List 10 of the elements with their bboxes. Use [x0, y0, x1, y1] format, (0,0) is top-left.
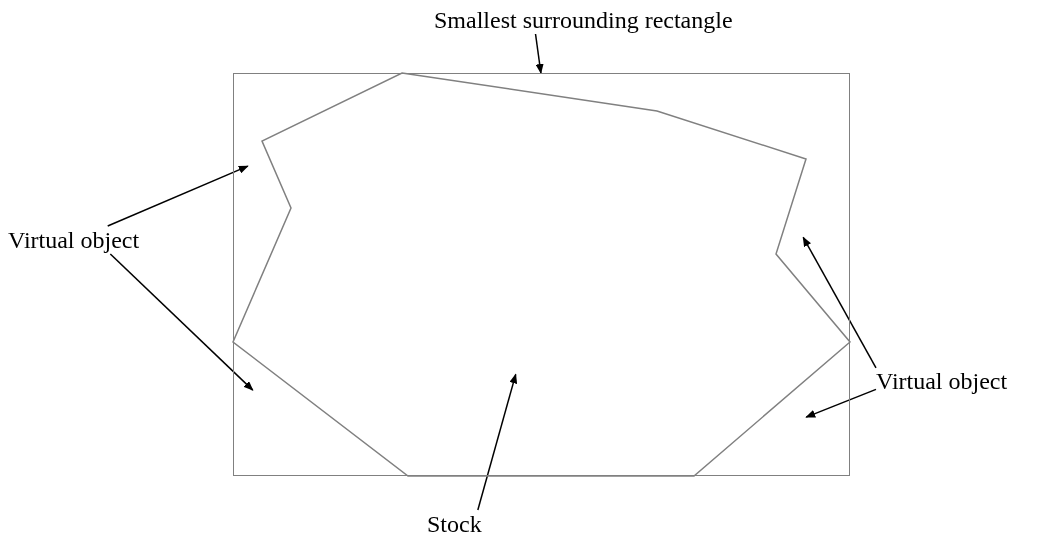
callout-label: Smallest surrounding rectangle	[434, 6, 733, 34]
callout-label: Virtual object	[876, 367, 1008, 395]
leader-line	[109, 253, 254, 391]
callout-label: Virtual object	[8, 226, 140, 254]
callout-label: Stock	[427, 510, 482, 538]
leader-line	[534, 33, 544, 74]
leader-line	[477, 373, 518, 511]
leader-line	[106, 165, 249, 227]
leader-line	[802, 236, 877, 369]
leader-line	[805, 388, 877, 418]
